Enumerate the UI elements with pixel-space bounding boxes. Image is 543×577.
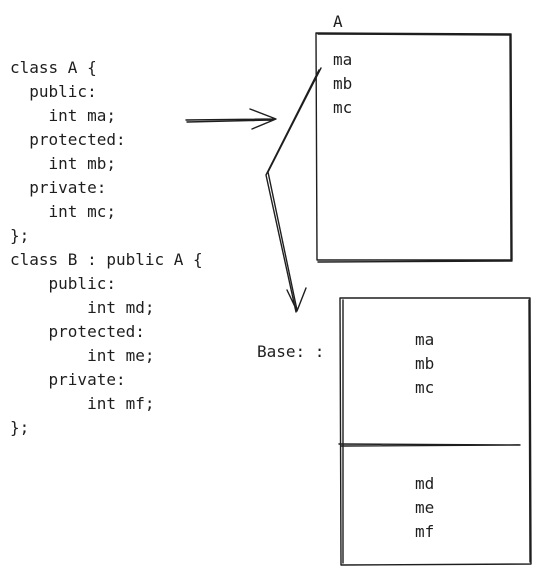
box-a-member: mb <box>333 74 353 93</box>
code-line: int mf; <box>10 394 155 413</box>
box-a-outline <box>315 32 513 263</box>
box-b-base-member: ma <box>415 330 435 349</box>
code-line: private: <box>10 178 107 197</box>
code-line: int md; <box>10 298 155 317</box>
box-b-own-member: md <box>415 474 435 493</box>
code-line: class A { <box>10 58 97 77</box>
code-line: int ma; <box>10 106 116 125</box>
box-b-base-member: mc <box>415 378 435 397</box>
code-line: public: <box>10 274 116 293</box>
box-b-own-member: me <box>415 498 435 517</box>
box-a-to-base-arrow <box>265 67 322 313</box>
code-line: }; <box>10 418 30 437</box>
code-line: protected: <box>10 322 145 341</box>
box-a-title: A <box>333 12 343 31</box>
box-b-own-member: mf <box>415 522 435 541</box>
code-line: int me; <box>10 346 155 365</box>
box-a-member: mc <box>333 98 353 117</box>
box-a-member: ma <box>333 50 353 69</box>
code-to-box-a-arrow <box>185 108 277 130</box>
code-line: public: <box>10 82 97 101</box>
code-line: int mb; <box>10 154 116 173</box>
code-line: int mc; <box>10 202 116 221</box>
base-label: Base: : <box>257 342 325 361</box>
box-b-base-member: mb <box>415 354 435 373</box>
code-line: protected: <box>10 130 126 149</box>
code-line: class B : public A { <box>10 250 203 269</box>
code-line: private: <box>10 370 126 389</box>
code-line: }; <box>10 226 30 245</box>
box-b-divider <box>338 443 521 447</box>
box-b-outline <box>339 297 532 566</box>
